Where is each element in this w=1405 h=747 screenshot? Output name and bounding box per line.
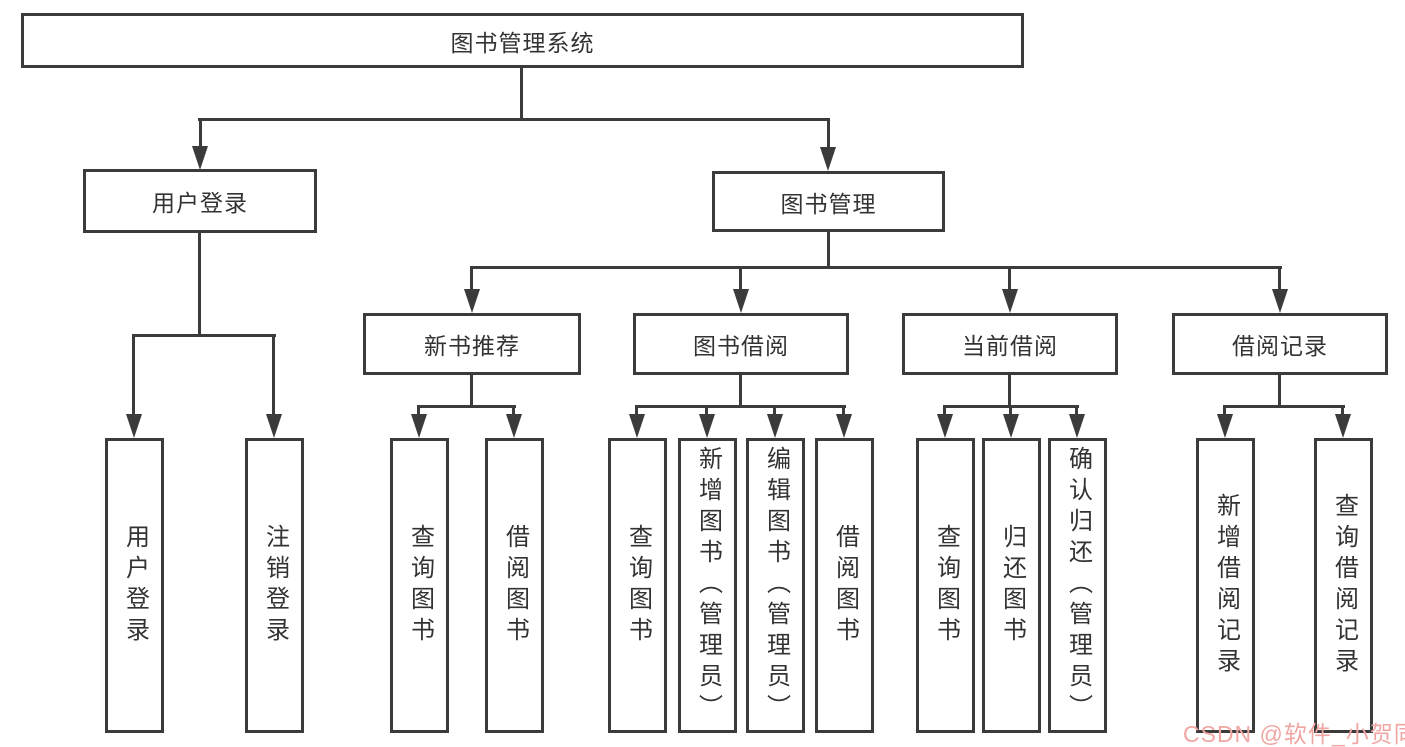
leaf-add-borrow-record: 新增借阅记录 — [1196, 438, 1255, 733]
down-arrow-icon — [1335, 414, 1351, 438]
connector-bookmgmt-bar — [470, 266, 1282, 269]
connector-root-drop-left — [199, 118, 202, 148]
leaf-label: 确认归还（管理员） — [1064, 446, 1092, 725]
connector-drop — [773, 405, 776, 416]
node-label: 借阅记录 — [1232, 333, 1328, 359]
node-label: 当前借阅 — [962, 333, 1058, 359]
down-arrow-icon — [699, 414, 715, 438]
down-arrow-icon — [733, 289, 749, 313]
connector-bookborrow-bar — [635, 405, 846, 408]
down-arrow-icon — [937, 414, 953, 438]
node-label: 图书管理 — [780, 190, 877, 217]
leaf-label: 查询图书 — [932, 523, 960, 648]
connector-borrowrecords-stem — [1278, 375, 1281, 408]
leaf-edit-book-admin: 编辑图书（管理员） — [746, 438, 805, 733]
connector-drop — [417, 405, 420, 416]
leaf-label: 查询图书 — [406, 523, 434, 648]
leaf-query-books-current: 查询图书 — [916, 438, 975, 733]
down-arrow-icon — [629, 414, 645, 438]
connector-root-drop-right — [827, 118, 830, 149]
leaf-borrow-books-borrow: 借阅图书 — [815, 438, 874, 733]
down-arrow-icon — [836, 414, 852, 438]
down-arrow-icon — [1217, 414, 1233, 438]
leaf-label: 借阅图书 — [501, 523, 529, 648]
node-new-book-recommend: 新书推荐 — [363, 313, 581, 375]
leaf-label: 新增借阅记录 — [1212, 492, 1240, 679]
leaf-return-book: 归还图书 — [982, 438, 1041, 733]
connector-newbook-stem — [470, 375, 473, 408]
node-book-borrow: 图书借阅 — [633, 313, 849, 375]
connector-drop — [705, 405, 708, 416]
connector-drop — [739, 266, 742, 291]
down-arrow-icon — [820, 147, 836, 171]
down-arrow-icon — [1272, 289, 1288, 313]
leaf-query-books-recommend: 查询图书 — [390, 438, 449, 733]
node-system-root: 图书管理系统 — [21, 13, 1024, 68]
connector-drop — [635, 405, 638, 416]
down-arrow-icon — [1069, 414, 1085, 438]
node-label: 图书管理系统 — [450, 29, 595, 56]
down-arrow-icon — [1003, 414, 1019, 438]
connector-currentborrow-stem — [1008, 375, 1011, 408]
down-arrow-icon — [411, 414, 427, 438]
node-label: 新书推荐 — [424, 333, 520, 359]
connector-drop — [1009, 405, 1012, 416]
connector-borrowrecords-bar — [1223, 405, 1345, 408]
connector-drop — [1075, 405, 1078, 416]
leaf-label: 新增图书（管理员） — [694, 446, 722, 725]
watermark: CSDN @软件_小贺同学 — [1183, 721, 1405, 747]
connector-userlogin-bar — [132, 334, 276, 337]
leaf-label: 归还图书 — [998, 523, 1026, 648]
node-label: 用户登录 — [152, 190, 248, 216]
node-book-management: 图书管理 — [712, 171, 945, 232]
down-arrow-icon — [266, 414, 282, 438]
connector-drop — [842, 405, 845, 416]
node-current-borrow: 当前借阅 — [902, 313, 1118, 375]
down-arrow-icon — [126, 414, 142, 438]
connector-userlogin-stem — [198, 233, 201, 337]
leaf-add-book-admin: 新增图书（管理员） — [678, 438, 737, 733]
leaf-confirm-return-admin: 确认归还（管理员） — [1048, 438, 1107, 733]
node-borrow-records: 借阅记录 — [1172, 313, 1388, 375]
leaf-user-login: 用户登录 — [105, 438, 164, 733]
down-arrow-icon — [506, 414, 522, 438]
down-arrow-icon — [464, 289, 480, 313]
leaf-label: 查询借阅记录 — [1330, 492, 1358, 679]
leaf-query-borrow-record: 查询借阅记录 — [1314, 438, 1373, 733]
connector-root-bar — [198, 118, 830, 121]
connector-root-stem — [520, 68, 523, 120]
leaf-label: 编辑图书（管理员） — [762, 446, 790, 725]
connector-drop — [1223, 405, 1226, 416]
down-arrow-icon — [767, 414, 783, 438]
leaf-label: 注销登录 — [261, 523, 289, 648]
connector-newbook-bar — [417, 405, 516, 408]
leaf-label: 用户登录 — [121, 523, 149, 648]
connector-drop — [512, 405, 515, 416]
connector-bookborrow-stem — [739, 375, 742, 408]
node-user-login: 用户登录 — [83, 169, 317, 233]
connector-drop — [470, 266, 473, 291]
connector-drop — [272, 334, 275, 416]
connector-drop — [1341, 405, 1344, 416]
connector-bookmgmt-stem — [827, 232, 830, 269]
leaf-logout: 注销登录 — [245, 438, 304, 733]
connector-drop — [1008, 266, 1011, 291]
connector-drop — [943, 405, 946, 416]
connector-drop — [132, 334, 135, 416]
connector-drop — [1278, 266, 1281, 291]
leaf-label: 借阅图书 — [831, 523, 859, 648]
down-arrow-icon — [1002, 289, 1018, 313]
down-arrow-icon — [192, 146, 208, 170]
leaf-label: 查询图书 — [624, 523, 652, 648]
leaf-query-books-borrow: 查询图书 — [608, 438, 667, 733]
node-label: 图书借阅 — [693, 333, 789, 359]
leaf-borrow-books-recommend: 借阅图书 — [485, 438, 544, 733]
